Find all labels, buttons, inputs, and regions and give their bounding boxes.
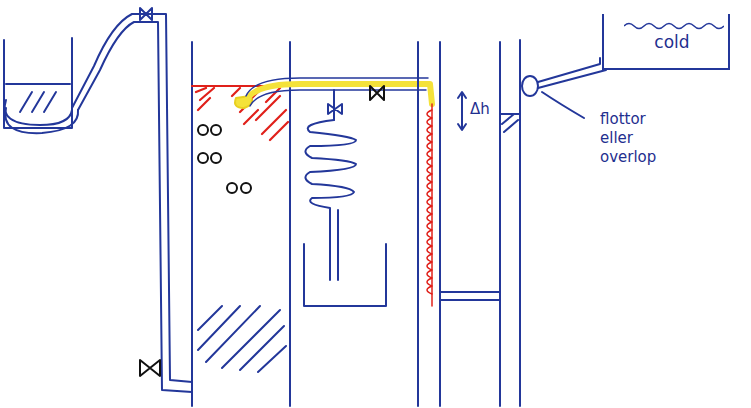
pipe [78, 22, 192, 392]
cold-hatch [198, 306, 286, 372]
hot-hatch [196, 88, 288, 140]
heater-coil [427, 110, 432, 294]
valve-symbol [370, 86, 384, 100]
valve-symbol [140, 360, 160, 376]
note-label: flottor eller overlop [600, 110, 666, 166]
valve-symbol [328, 104, 342, 114]
pipe [440, 292, 500, 300]
leader-line [542, 92, 584, 118]
tank-label: cold [624, 32, 720, 52]
wall [439, 42, 441, 406]
wall [417, 42, 419, 406]
hot-pipe [246, 84, 432, 104]
tank-wall [191, 42, 193, 406]
height-difference: Δh [470, 100, 490, 119]
pipe [5, 108, 78, 133]
water-line [6, 83, 70, 85]
pipe [337, 210, 339, 280]
pipe [246, 78, 428, 106]
level-hatch [500, 114, 520, 132]
pipe [72, 14, 192, 382]
tank-outline [4, 38, 72, 128]
tank-wall [289, 42, 291, 406]
coil [305, 120, 356, 280]
tank-wall [500, 40, 520, 406]
float-symbol [522, 76, 538, 96]
water-wave [624, 20, 724, 30]
tank-node: cold [602, 14, 730, 70]
valve-symbol [140, 8, 152, 20]
basin [304, 244, 386, 306]
pipe [5, 100, 72, 125]
dh-arrow [458, 92, 466, 130]
water-hatch [20, 92, 56, 112]
pipe [333, 90, 335, 120]
pipe [538, 58, 606, 88]
